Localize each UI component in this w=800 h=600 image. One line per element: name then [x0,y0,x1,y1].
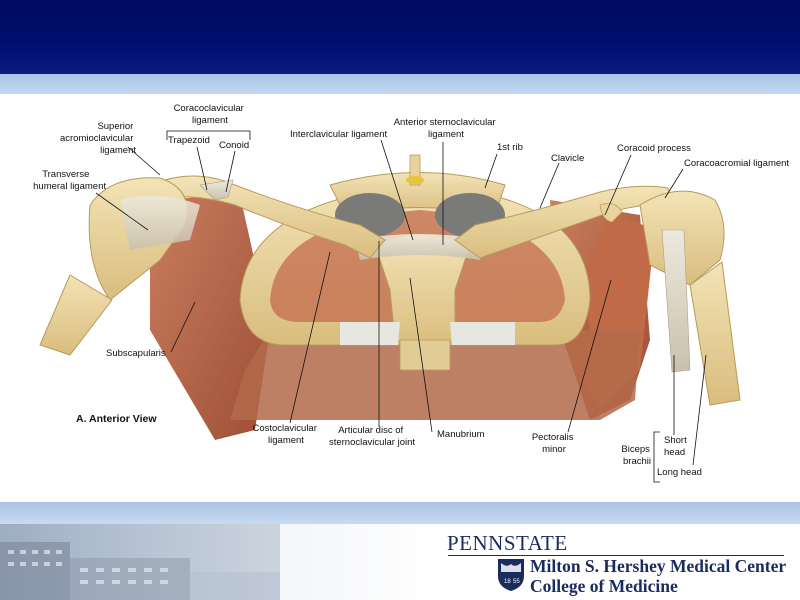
shoulder-girdle-illustration: Superior acromioclavicular ligament Cora… [33,103,789,483]
label-anterior-sternoclavicular: Anterior sternoclavicular ligament [394,117,499,140]
header-accent-stripe [0,74,800,94]
institution-name: Milton S. Hershey Medical Center [530,556,787,576]
label-conoid: Conoid [219,140,249,151]
coracoclavicular-ligaments [199,179,234,201]
footer [0,524,800,600]
right-humerus-shaft [689,261,741,406]
label-first-rib: 1st rib [497,142,523,153]
sternum-body [399,339,451,371]
label-subscapularis: Subscapularis [106,348,166,359]
svg-text:55: 55 [513,579,520,585]
label-long-head: Long head [657,467,702,478]
left-humerus-shaft [39,274,113,356]
label-manubrium: Manubrium [437,429,485,440]
penn-state-shield-icon: 18 55 [498,559,524,591]
anterior-sternoclavicular-ligament [355,234,485,260]
slide-content: Superior acromioclavicular ligament Cora… [0,94,800,502]
label-superior-acromioclavicular: Superior acromioclavicular ligament [60,121,136,156]
header-bar [0,0,800,74]
biceps-tendons [661,229,691,373]
spinal-canal [406,176,424,184]
lower-muscle-band [230,330,640,420]
label-pectoralis-minor: Pectoralis minor [532,432,576,455]
view-title: A. Anterior View [76,413,157,425]
label-short-head: Short head [664,435,689,458]
leader-lines [95,130,707,483]
svg-text:18: 18 [504,579,511,585]
brand-divider [448,555,784,556]
left-capsule [120,196,200,250]
label-articular-disc: Articular disc of sternoclavicular joint [329,425,415,448]
pennstate-wordmark: PENNSTATE [447,531,568,555]
campus-building-photo [0,524,280,600]
spinous-process [409,154,421,186]
label-costoclavicular: Costoclavicular ligament [252,423,319,446]
label-trapezoid: Trapezoid [168,135,210,146]
label-interclavicular: Interclavicular ligament [290,129,388,140]
label-biceps-brachii: Biceps brachii [621,444,652,467]
label-transverse-humeral: Transverse humeral ligament [33,169,106,192]
label-clavicle: Clavicle [551,153,584,164]
subscapularis-left [150,195,270,440]
label-coracoid-process: Coracoid process [617,143,691,154]
label-coracoacromial: Coracoacromial ligament [684,158,789,169]
label-coracoclavicular: Coracoclavicular ligament [174,103,247,126]
costal-cartilage-left [340,322,400,345]
college-name: College of Medicine [530,576,678,596]
costal-cartilage-right [450,322,515,345]
footer-accent-stripe [0,502,800,524]
coracoid-process [599,203,623,223]
